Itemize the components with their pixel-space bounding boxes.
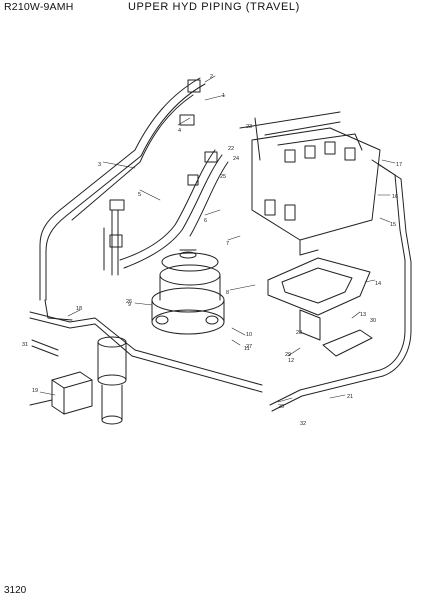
svg-text:30: 30 xyxy=(370,318,376,324)
svg-text:2: 2 xyxy=(210,74,213,80)
right-pipe-run xyxy=(131,159,412,412)
svg-text:3: 3 xyxy=(98,162,101,168)
leader-lines xyxy=(39,75,396,403)
svg-text:20: 20 xyxy=(278,404,284,410)
page-number: 3120 xyxy=(4,585,27,596)
middle-hose-bundle xyxy=(103,149,229,276)
svg-text:18: 18 xyxy=(76,306,82,312)
svg-text:24: 24 xyxy=(233,156,239,162)
svg-text:9: 9 xyxy=(128,302,131,308)
svg-text:29: 29 xyxy=(285,352,291,358)
svg-text:17: 17 xyxy=(396,162,402,168)
svg-text:23: 23 xyxy=(246,124,252,130)
svg-text:13: 13 xyxy=(360,312,366,318)
page-title: UPPER HYD PIPING (TRAVEL) xyxy=(128,1,300,13)
model-number: R210W-9AMH xyxy=(4,1,74,13)
svg-text:22: 22 xyxy=(228,146,234,152)
svg-text:14: 14 xyxy=(375,281,381,287)
svg-text:7: 7 xyxy=(226,241,229,247)
left-tube xyxy=(29,311,136,357)
svg-text:5: 5 xyxy=(138,192,141,198)
svg-text:28: 28 xyxy=(296,330,302,336)
pilot-valve xyxy=(97,336,127,425)
main-control-valve xyxy=(239,111,381,256)
swivel-joint xyxy=(151,249,225,335)
svg-text:16: 16 xyxy=(392,194,398,200)
svg-text:26: 26 xyxy=(126,299,132,305)
svg-text:21: 21 xyxy=(347,394,353,400)
svg-text:10: 10 xyxy=(246,332,252,338)
svg-text:12: 12 xyxy=(288,358,294,364)
svg-text:6: 6 xyxy=(204,218,207,224)
svg-text:11: 11 xyxy=(244,346,250,352)
svg-text:19: 19 xyxy=(32,388,38,394)
svg-text:15: 15 xyxy=(390,222,396,228)
svg-text:4: 4 xyxy=(178,128,181,134)
svg-text:1: 1 xyxy=(222,93,225,99)
svg-text:27: 27 xyxy=(246,344,252,350)
svg-text:8: 8 xyxy=(226,290,229,296)
svg-text:31: 31 xyxy=(22,342,28,348)
left-block xyxy=(29,371,93,415)
bracket-plate xyxy=(267,257,373,357)
svg-text:32: 32 xyxy=(300,421,306,427)
top-fittings xyxy=(109,79,218,248)
left-pipe-loop xyxy=(39,77,206,321)
svg-text:25: 25 xyxy=(220,174,226,180)
